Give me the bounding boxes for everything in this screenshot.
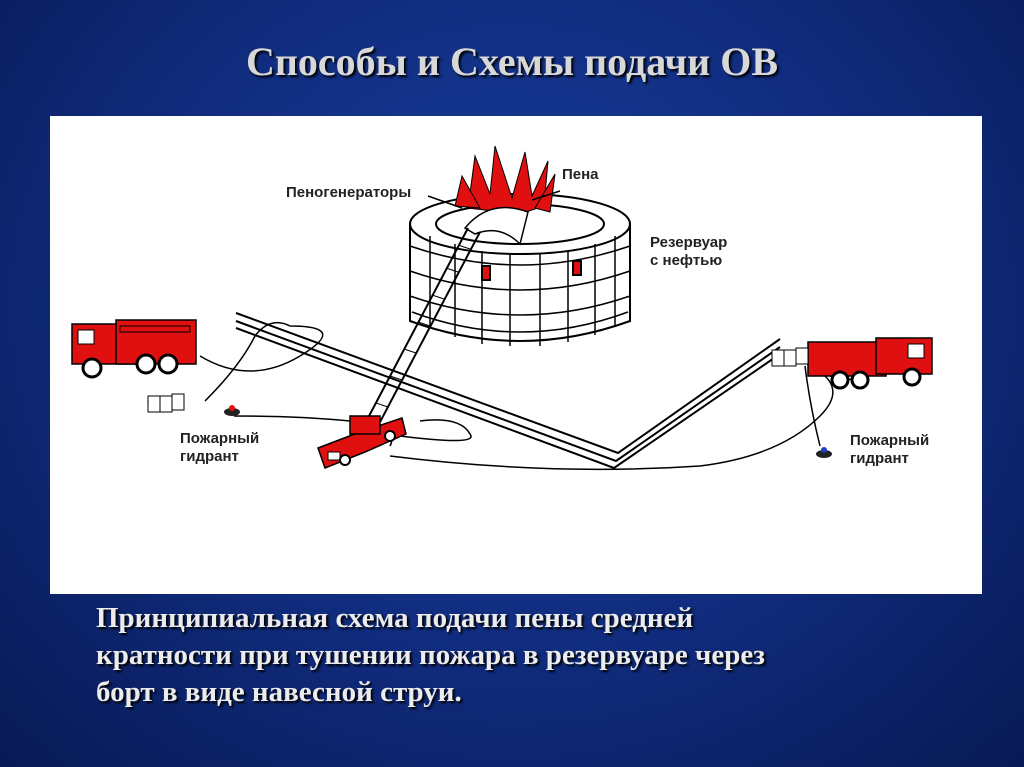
label-tank-line1: Резервуар [650, 234, 728, 251]
dike-wall [235, 312, 781, 470]
label-hydrant-left: Пожарный гидрант [180, 430, 259, 466]
fire-truck-right [807, 337, 933, 390]
label-leaders [427, 190, 561, 209]
label-foam: Пена [562, 166, 599, 183]
label-hydrant-right: Пожарный гидрант [850, 432, 929, 468]
hydrant-right [816, 447, 832, 458]
caption-line-2: кратности при тушении пожара в резервуар… [96, 639, 765, 671]
foam-supply-diagram: Пеногенераторы Пена Резервуар с нефтью П… [50, 116, 982, 594]
label-hydrant-right-line1: Пожарный [850, 432, 930, 449]
label-hydrant-left-line2: гидрант [180, 448, 239, 465]
fire-flames [454, 145, 556, 215]
slide-caption: Принципиальная схема подачи пены средней… [96, 600, 916, 711]
caption-line-1: Принципиальная схема подачи пены средней [96, 602, 694, 634]
slide-title: Способы и Схемы подачи ОВ [245, 39, 778, 84]
fire-truck-left [71, 319, 197, 379]
foam-canisters [147, 347, 809, 413]
label-tank: Резервуар с нефтью [650, 234, 727, 270]
label-hydrant-right-line2: гидрант [850, 450, 909, 467]
label-tank-line2: с нефтью [650, 252, 723, 269]
hydrant-left [224, 405, 240, 416]
caption-line-3: борт в виде навесной струи. [96, 676, 462, 708]
label-foam-generators: Пеногенераторы [286, 184, 412, 201]
ladder-fire-truck [317, 415, 407, 469]
foam-jet [463, 206, 529, 246]
diagram-drawing [71, 145, 933, 471]
label-hydrant-left-line1: Пожарный [180, 430, 260, 447]
aerial-ladder [367, 227, 481, 423]
